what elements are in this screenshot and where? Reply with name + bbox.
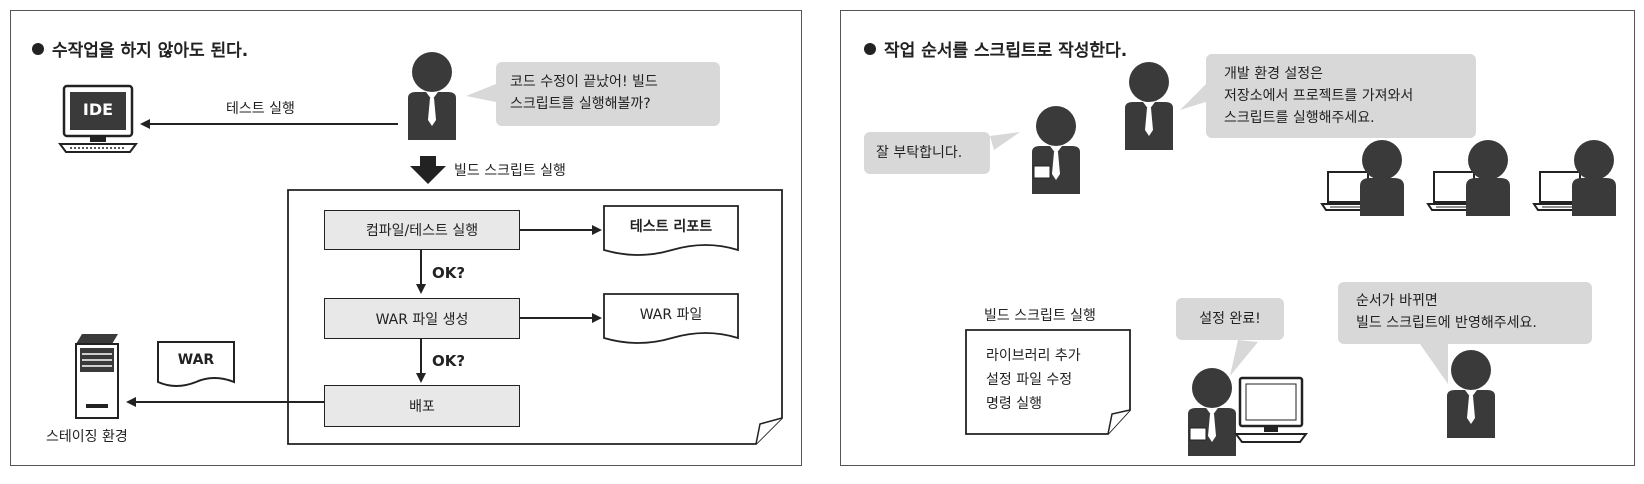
server-icon — [76, 334, 118, 418]
bullet-icon — [32, 43, 44, 55]
done-bubble: 설정 완료! — [1176, 298, 1284, 340]
person-icon — [1032, 106, 1080, 194]
ok-label-2: OK? — [432, 352, 465, 370]
test-run-label: 테스트 실행 — [226, 98, 295, 118]
person-icon — [1125, 62, 1173, 150]
right-panel-title: 작업 순서를 스크립트로 작성한다. — [864, 36, 1127, 61]
script-title: 빌드 스크립트 실행 — [984, 305, 1096, 325]
test-report-label: 테스트 리포트 — [604, 216, 738, 236]
badge-icon — [1190, 428, 1206, 440]
step-deploy: 배포 — [324, 385, 520, 427]
build-run-label: 빌드 스크립트 실행 — [454, 160, 566, 180]
bubble-tail — [990, 132, 1020, 150]
left-panel-title: 수작업을 하지 않아도 된다. — [32, 36, 248, 61]
bubble-tail — [466, 84, 496, 102]
computer-icon — [1236, 378, 1306, 442]
computer-icon — [60, 86, 136, 152]
arrow-icon — [410, 156, 446, 184]
bubble-tail — [1420, 344, 1448, 384]
request-bubble: 잘 부탁합니다. — [864, 132, 990, 174]
step-compile-test: 컴파일/테스트 실행 — [324, 210, 520, 250]
war-file-label: WAR 파일 — [604, 304, 738, 324]
step-war-create: WAR 파일 생성 — [324, 298, 520, 339]
laptop-icon — [1322, 140, 1404, 216]
laptop-icon — [1534, 140, 1616, 216]
bullet-icon — [864, 43, 876, 55]
person-icon — [1447, 350, 1495, 438]
bubble-tail — [1230, 340, 1258, 376]
staging-label: 스테이징 환경 — [46, 426, 128, 446]
badge-icon — [1034, 166, 1050, 178]
person-icon — [1188, 368, 1236, 456]
war-doc-label: WAR — [158, 352, 234, 368]
ok-label-1: OK? — [432, 264, 465, 282]
ide-label: IDE — [78, 100, 118, 119]
laptop-icon — [1428, 140, 1510, 216]
person-icon — [408, 52, 456, 140]
